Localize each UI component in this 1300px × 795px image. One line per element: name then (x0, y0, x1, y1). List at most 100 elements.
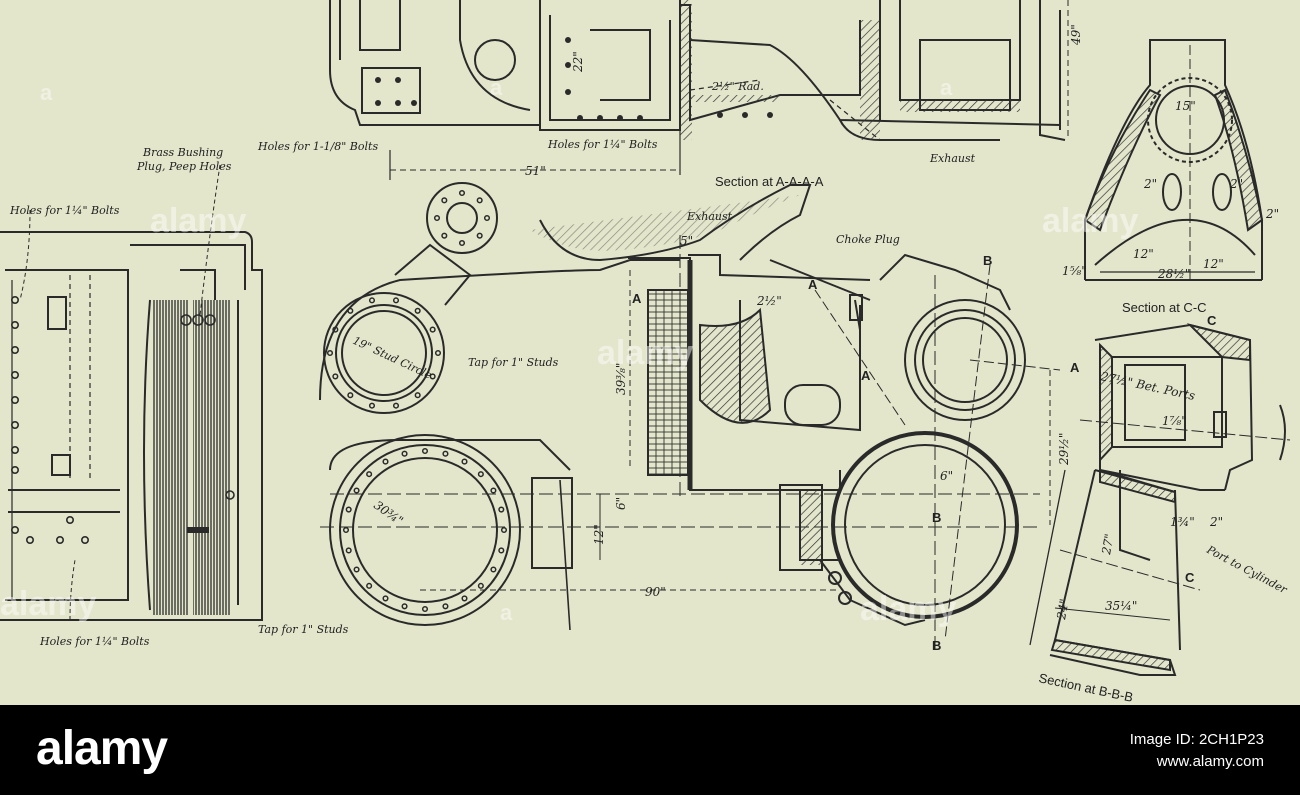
bolt-hole (345, 506, 352, 513)
label-rad: 2½" Rad. (711, 80, 764, 93)
dim-27: 27" (1099, 533, 1117, 557)
bolt-hole (353, 487, 360, 494)
dim-2-5: 2½" (756, 294, 782, 308)
bolt-hole (353, 566, 360, 573)
bolt-hole (366, 582, 373, 589)
dim-29: 29½" (1057, 433, 1071, 466)
watermark-a: a (40, 80, 53, 105)
bolt-hole (477, 471, 484, 478)
dim-39: 39⅜" (614, 363, 628, 395)
bolt-hole (461, 595, 468, 602)
bolt-hole (368, 297, 376, 304)
label-section-aaaa: Section at A-A-A-A (715, 174, 824, 189)
main-elevation-view (319, 182, 1061, 650)
dim-51: 51" (525, 164, 546, 178)
label-holes-1-4-mid: Holes for 1¼" Bolts (547, 138, 658, 151)
label-tap-studs-2: Tap for 1" Studs (258, 623, 349, 636)
bolt-hole (414, 392, 421, 399)
watermark-1: alamy (150, 202, 246, 240)
label-tap-studs-1: Tap for 1" Studs (468, 356, 559, 369)
marker-b-2: B (932, 510, 941, 525)
bolt-hole (476, 232, 483, 239)
label-section-bbb: Section at B-B-B (1037, 670, 1134, 705)
image-meta: Image ID: 2CH1P23 www.alamy.com (1130, 729, 1264, 773)
bolt-hole (442, 603, 449, 610)
watermark-5: alamy (860, 590, 956, 628)
dim-6a: 6" (614, 497, 628, 510)
site-url: www.alamy.com (1156, 753, 1264, 770)
image-id: Image ID: 2CH1P23 (1129, 731, 1264, 748)
dim-1-7-8: 1⅞" (1162, 414, 1187, 428)
bolt-hole (332, 373, 339, 380)
dim-49: 49" (1069, 24, 1083, 46)
dim-1-5-8: 1⅝" (1062, 264, 1087, 278)
alamy-logo: alamy (36, 722, 168, 775)
label-bet-ports: 27½" Bet. Ports (1098, 369, 1196, 403)
dim-22: 22" (571, 51, 585, 73)
section-cc-view (1083, 39, 1264, 281)
bolt-hole (490, 487, 497, 494)
bolt-hole (392, 402, 400, 409)
dim-15: 15" (1175, 99, 1196, 113)
watermark-a-4: a (500, 600, 513, 625)
marker-b-3: B (932, 638, 941, 653)
bolt-hole (401, 603, 408, 610)
bolt-circles (326, 189, 508, 613)
bolt-hole (421, 605, 429, 613)
left-end-view (0, 164, 263, 621)
label-port-cylinder: Port to Cylinder (1204, 543, 1290, 597)
watermark-3: alamy (1042, 202, 1138, 240)
marker-a-3: A (861, 368, 871, 383)
bolt-hole (483, 214, 491, 222)
label-brass-bushing: Brass Bushing (142, 146, 223, 159)
bolt-hole (382, 595, 389, 602)
bolt-hole (421, 447, 429, 455)
bolt-hole (458, 239, 466, 247)
dim-30: 30¾" (371, 498, 406, 528)
dim-2b: 2" (1229, 177, 1243, 191)
marker-a-1: A (632, 291, 642, 306)
bolt-hole (347, 392, 354, 399)
bolt-hole (490, 566, 497, 573)
marker-c-1: C (1185, 570, 1195, 585)
bolt-hole (441, 232, 448, 239)
label-exhaust-mid: Exhaust (686, 210, 733, 223)
bolt-hole (366, 471, 373, 478)
bolt-hole (461, 458, 468, 465)
bolt-hole (442, 450, 449, 457)
watermark-a-3: a (940, 75, 953, 100)
bolt-hole (347, 307, 354, 314)
dim-2-bbb: 2" (1209, 515, 1223, 529)
bolt-hole (429, 373, 436, 380)
marker-a-4: A (1070, 360, 1080, 375)
bolt-hole (342, 526, 350, 534)
label-plug-peep: Plug, Peep Holes (136, 160, 232, 173)
bolt-hole (345, 547, 352, 554)
bolt-hole (414, 307, 421, 314)
bolt-hole (382, 458, 389, 465)
bolt-hole (500, 526, 508, 534)
label-holes-1-8: Holes for 1-1/8" Bolts (257, 140, 378, 153)
label-choke-plug: Choke Plug (836, 233, 900, 246)
bolt-hole (429, 326, 436, 333)
cylinder-drawing-svg: 22" 49" 51" 2½" Rad. Holes for 1¼" Bolts… (0, 0, 1291, 705)
dim-2a: 2" (1143, 177, 1157, 191)
dim-2c: 2" (1265, 207, 1279, 221)
marker-a-2: A (808, 277, 818, 292)
dim-1-3-4: 1¾" (1170, 515, 1195, 529)
bolt-hole (477, 582, 484, 589)
bolt-hole (458, 189, 466, 197)
watermark-layer: a alamy alamy alamy alamy alamy a a a (0, 75, 1138, 628)
label-section-cc: Section at C-C (1122, 300, 1207, 315)
bolt-hole (476, 197, 483, 204)
label-stud-circle: 19" Stud Circle (351, 334, 434, 382)
section-bbb-view (1029, 323, 1291, 676)
stock-footer: alamy Image ID: 2CH1P23 www.alamy.com (0, 705, 1300, 795)
bolt-hole (498, 547, 505, 554)
dim-28: 28½" (1157, 267, 1190, 281)
dim-24: 24" (1054, 598, 1072, 622)
bolt-hole (441, 197, 448, 204)
label-exhaust-top: Exhaust (929, 152, 976, 165)
bolt-hole (434, 349, 442, 357)
